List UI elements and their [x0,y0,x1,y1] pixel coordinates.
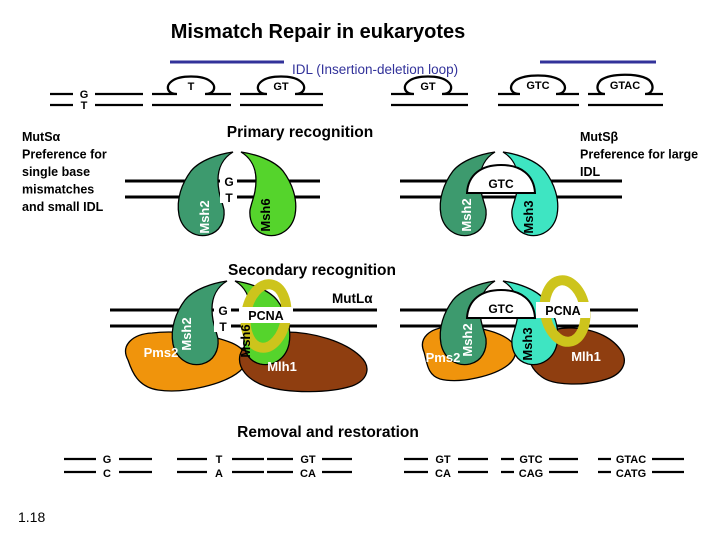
mlh1-label: Mlh1 [267,359,297,374]
secondary-recognition-section: Secondary recognition MutLα PCNA G T Msh… [110,262,638,393]
mutsa-line: and small IDL [22,200,104,214]
mutsa-line: Preference for [22,148,107,162]
loop-bases: GTC [488,302,514,316]
pcna-label: PCNA [545,304,580,318]
pcna-label: PCNA [248,309,283,323]
base-top: GT [435,454,451,466]
base-top: G [103,454,112,466]
dna-segment-gt-mismatch: G T [50,89,143,112]
base-top: G [224,175,233,189]
loop-bases: GT [273,81,289,93]
repaired-segment-4: GT CA [404,454,488,480]
base-bottom: CATG [616,468,646,480]
mutla-complex-right: GTC PCNA Msh2 Msh3 Pms2 Mlh1 [400,275,638,385]
base-top: GTC [519,454,542,466]
dna-strand-loop [391,75,468,96]
mutla-complex-left: PCNA G T Msh2 Msh6 Pms2 Mlh1 [110,279,377,393]
base-top: GT [300,454,316,466]
dna-strand-loop [152,75,231,96]
base-top: GTAC [616,454,646,466]
pms2-label: Pms2 [426,350,461,365]
dna-segment-loop-t: T [152,75,231,107]
base-bottom: CA [300,468,316,480]
loop-bases: GTC [488,177,514,191]
loop-bases: GTAC [610,80,640,92]
mutsb-complex: GTC Msh2 Msh3 [400,151,622,237]
repaired-segment-6: GTAC CATG [598,454,684,480]
dna-strand-loop [498,74,579,96]
base-top: G [80,89,89,101]
mutsb-line: Preference for large [580,148,698,162]
msh2-label: Msh2 [197,200,212,233]
idl-label: IDL (Insertion-deletion loop) [292,62,458,77]
base-gap [214,320,231,332]
slide-number: 1.18 [18,509,45,525]
pms2-label: Pms2 [144,345,179,360]
base-bottom: C [103,468,111,480]
mutsa-line: mismatches [22,183,94,197]
dna-segment-loop-gtac: GTAC [588,73,663,107]
base-bottom: T [81,100,88,112]
base-top: T [216,454,223,466]
loop-bases: GTC [526,80,549,92]
primary-heading: Primary recognition [227,124,373,141]
idl-bubble [465,163,537,194]
mlh1-label: Mlh1 [571,349,601,364]
mutsb-description: MutSβ Preference for large IDL [580,130,698,179]
mutsb-line: IDL [580,165,601,179]
mutla-label: MutLα [332,291,373,306]
mutsb-line: MutSβ [580,130,619,144]
idl-bubble [465,288,537,319]
base-gap [220,175,237,187]
removal-restoration-section: Removal and restoration G C T A GT CA GT… [64,424,684,480]
mutsa-complex: G T Msh2 Msh6 [125,151,320,237]
pcna-box [239,307,293,323]
msh2-label: Msh2 [460,323,475,356]
repaired-segment-3: GT CA [267,454,352,480]
base-bottom: T [225,191,233,205]
base-bottom: CAG [519,468,543,480]
base-bottom: CA [435,468,451,480]
dna-strand-loop [588,73,663,96]
dna-segment-loop-gtc: GTC [498,74,579,107]
pcna-box [536,302,590,318]
repaired-segment-1: G C [64,454,152,480]
dna-segment-loop-gt: GT [240,75,323,107]
loop-bases: GT [420,81,436,93]
msh2-label: Msh2 [459,198,474,231]
loop-bases: T [188,81,195,93]
base-gap [214,304,231,316]
msh2-label: Msh2 [179,317,194,350]
msh6-label: Msh6 [258,198,273,231]
secondary-heading: Secondary recognition [228,262,396,279]
mutsa-line: single base [22,165,90,179]
repaired-segment-5: GTC CAG [501,454,578,480]
dna-segment-loop-gt2: GT [391,75,468,107]
base-bottom: T [219,320,227,334]
mutsa-description: MutSα Preference for single base mismatc… [22,130,107,214]
msh6-label: Msh6 [238,324,253,357]
msh3-label: Msh3 [521,200,536,233]
idl-examples-row: IDL (Insertion-deletion loop) G T T GT G… [50,60,663,112]
primary-recognition-section: Primary recognition MutSα Preference for… [22,124,698,237]
mutsa-line: MutSα [22,130,61,144]
slide-title: Mismatch Repair in eukaryotes [171,21,466,43]
msh3-label: Msh3 [520,327,535,360]
base-bottom: A [215,468,223,480]
base-gap [220,191,237,203]
repaired-segment-2: T A [177,454,264,480]
base-top: G [218,304,227,318]
removal-heading: Removal and restoration [237,424,419,441]
dna-strand-loop [240,75,323,96]
